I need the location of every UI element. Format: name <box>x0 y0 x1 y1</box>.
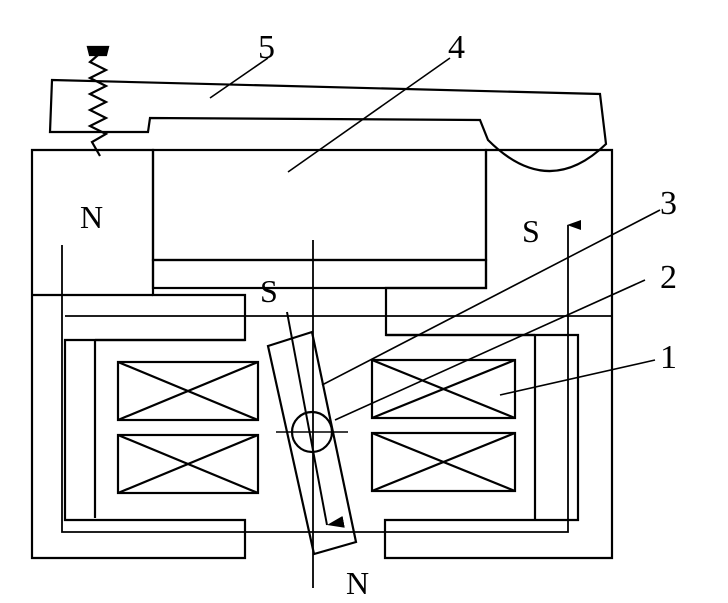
right-pole-piece <box>383 148 614 560</box>
coil-windings <box>116 358 517 495</box>
label-part-4: 4 <box>448 29 465 66</box>
left-inner-core <box>93 338 245 518</box>
label-part-5: 5 <box>258 29 275 66</box>
magnet-lower-band <box>151 258 488 290</box>
left-pole-piece <box>30 148 247 560</box>
label-pole-left-n: N <box>80 199 103 235</box>
label-part-1: 1 <box>660 339 677 376</box>
flux-path-line <box>61 220 581 533</box>
leader-line-2 <box>334 279 646 421</box>
label-pole-armature-s: S <box>260 273 278 309</box>
permanent-magnet <box>151 148 488 262</box>
leader-line-3 <box>321 209 661 386</box>
label-pole-armature-n: N <box>346 565 369 601</box>
adjusting-screw-icon <box>86 45 110 157</box>
armature-flux-arrow <box>286 311 345 528</box>
label-part-2: 2 <box>660 259 677 296</box>
leader-line-5 <box>209 57 269 99</box>
leader-line-4 <box>287 57 451 173</box>
right-inner-core <box>386 333 537 520</box>
label-part-3: 3 <box>660 185 677 222</box>
spring-strip <box>48 78 608 173</box>
armature <box>266 330 358 556</box>
label-pole-right-s: S <box>522 213 540 249</box>
leader-line-1 <box>499 359 656 396</box>
